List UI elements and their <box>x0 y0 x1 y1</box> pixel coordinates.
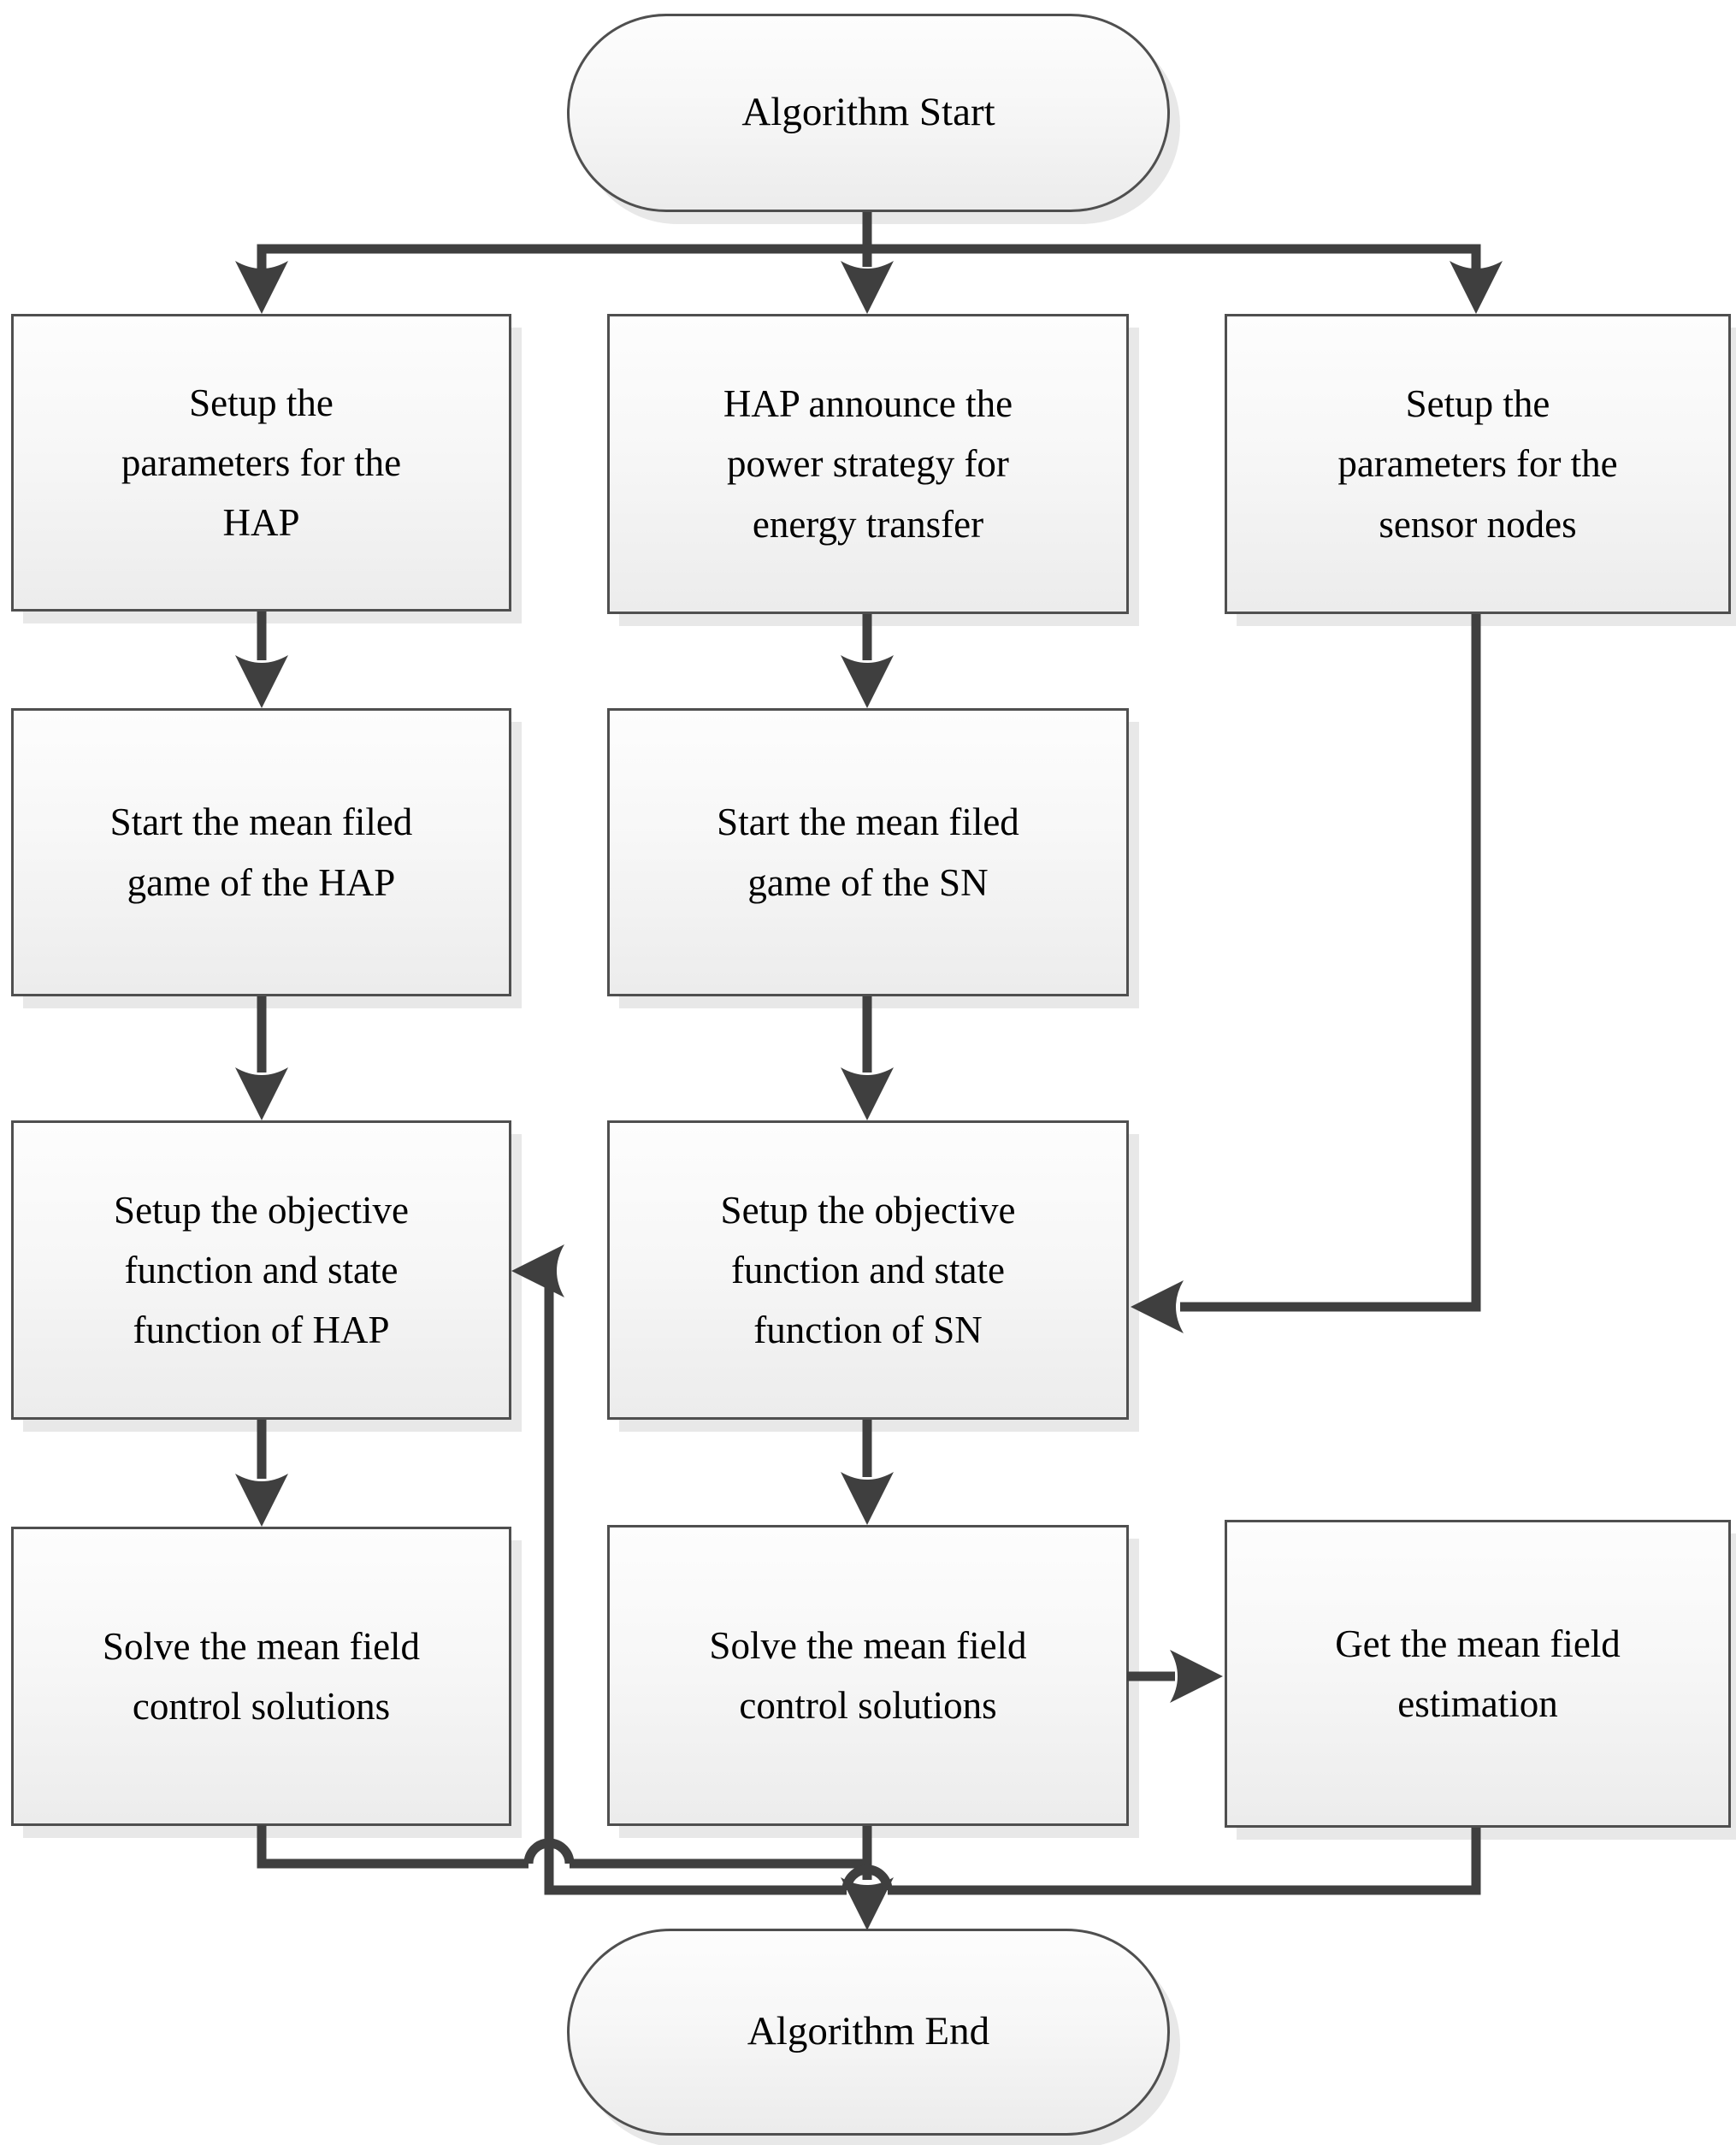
node-solve-mfc-hap: Solve the mean field control solutions <box>11 1527 511 1826</box>
node-algorithm-start: Algorithm Start <box>567 14 1170 212</box>
node-label: Solve the mean field control solutions <box>709 1623 1027 1727</box>
arrowhead-into-mfg-sn <box>841 655 894 708</box>
arrowhead-into-objective-hap-right <box>511 1244 564 1297</box>
node-label: Start the mean filed game of the HAP <box>109 801 413 904</box>
arrowhead-into-estimation <box>1170 1650 1223 1703</box>
node-label: Get the mean field estimation <box>1335 1622 1621 1725</box>
node-label: Algorithm End <box>747 2009 990 2054</box>
arrowhead-into-objective-hap <box>235 1067 288 1120</box>
node-label: Setup the objective function and state f… <box>720 1188 1016 1352</box>
node-algorithm-end: Algorithm End <box>567 1929 1170 2136</box>
connector-solve-hap-merge-left <box>257 1825 528 1869</box>
arrowhead-into-objective-sn-right <box>1131 1280 1184 1333</box>
node-label: Setup the objective function and state f… <box>114 1188 409 1352</box>
node-solve-mfc-sn: Solve the mean field control solutions <box>607 1525 1129 1826</box>
arrowhead-into-solve-sn <box>841 1472 894 1525</box>
arrowhead-into-mfg-hap <box>235 655 288 708</box>
node-setup-sensor-params: Setup the parameters for the sensor node… <box>1225 314 1731 614</box>
node-objective-function-hap: Setup the objective function and state f… <box>11 1120 511 1420</box>
node-label: Algorithm Start <box>741 90 995 135</box>
connector-estimation-return-right <box>888 1828 1481 1895</box>
arrowhead-into-setup-hap <box>235 261 288 314</box>
node-setup-hap-params: Setup the parameters for the HAP <box>11 314 511 612</box>
arrowhead-into-hap-announce <box>841 261 894 314</box>
node-get-mf-estimation: Get the mean field estimation <box>1225 1520 1731 1828</box>
node-label: Setup the parameters for the sensor node… <box>1337 382 1618 546</box>
node-objective-function-sn: Setup the objective function and state f… <box>607 1120 1129 1420</box>
connector-sensor-to-objective-sn <box>1180 614 1481 1312</box>
node-label: HAP announce the power strategy for ener… <box>723 382 1013 546</box>
arrowhead-into-end <box>841 1877 894 1930</box>
node-label: Setup the parameters for the HAP <box>121 381 402 545</box>
node-start-mfg-sn: Start the mean filed game of the SN <box>607 708 1129 996</box>
connector-hop-over-feedback <box>523 1838 575 1864</box>
arrowhead-into-solve-hap <box>235 1474 288 1527</box>
connector-branch <box>257 244 1481 269</box>
arrowhead-into-setup-sensor <box>1450 261 1503 314</box>
arrowhead-into-objective-sn <box>841 1067 894 1120</box>
node-label: Solve the mean field control solutions <box>102 1624 421 1728</box>
connector-hop-over-middle <box>841 1864 893 1891</box>
node-label: Start the mean filed game of the SN <box>717 801 1019 904</box>
node-hap-announce-power: HAP announce the power strategy for ener… <box>607 314 1129 614</box>
node-start-mfg-hap: Start the mean filed game of the HAP <box>11 708 511 996</box>
